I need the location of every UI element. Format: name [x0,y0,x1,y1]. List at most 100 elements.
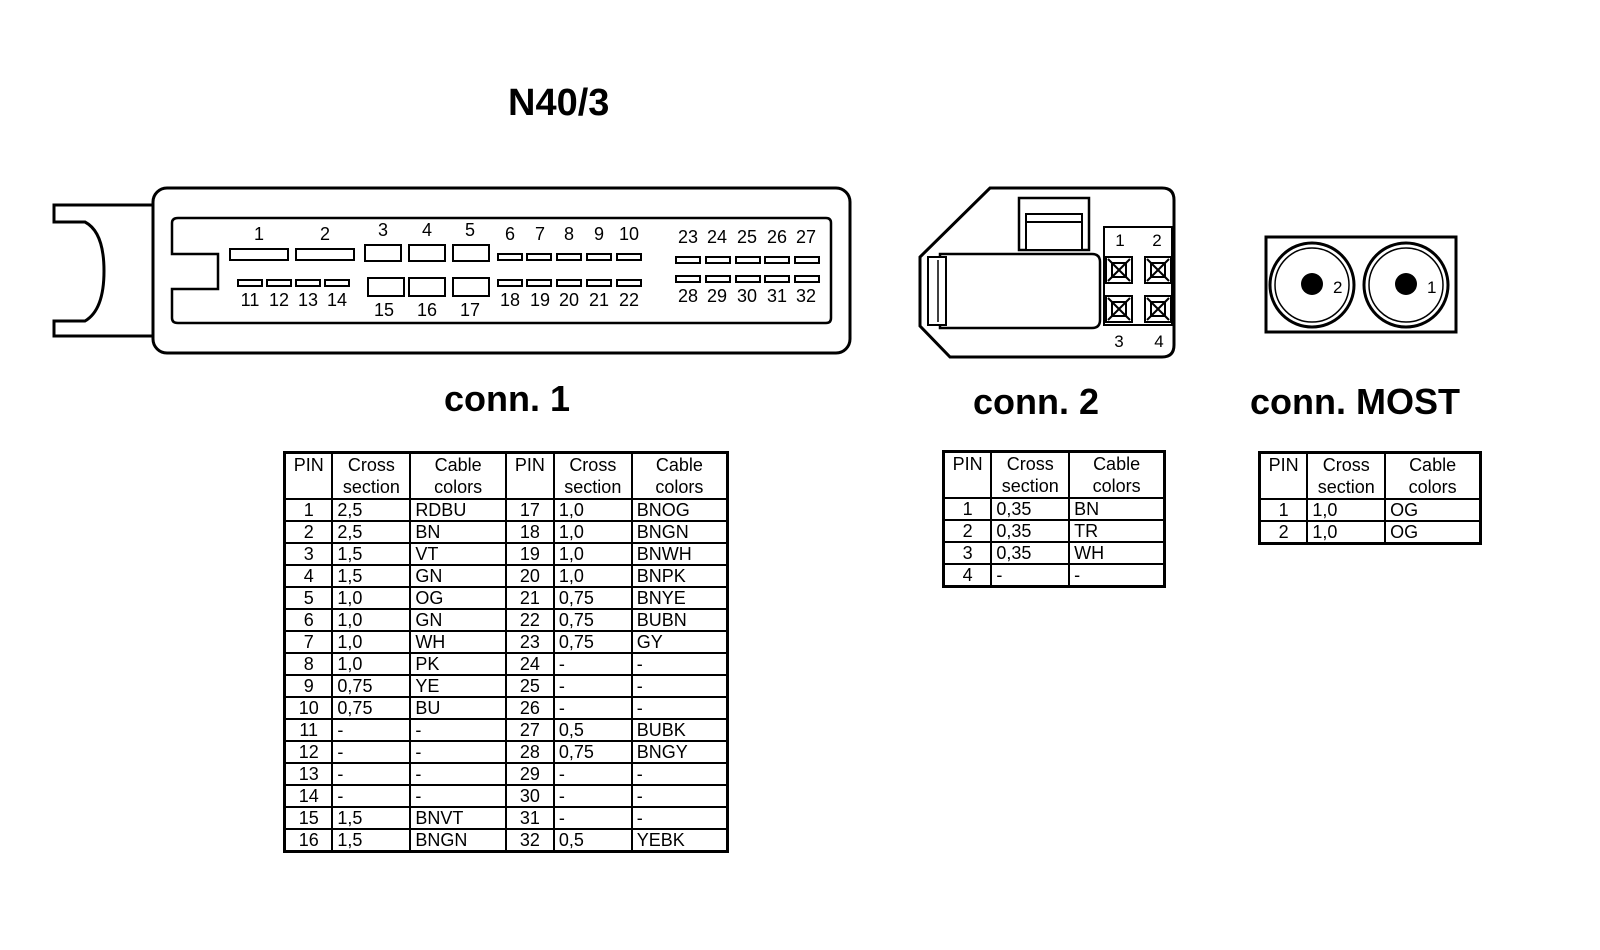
pin-number-label: 6 [505,224,515,244]
pin-number-label: 4 [1154,332,1163,351]
pin-number-cell: 14 [283,784,334,808]
cross-section-cell: 0,75 [331,674,412,698]
cross-section-cell: - [331,718,412,742]
cross-section-cell: 0,5 [552,828,633,853]
cable-color-cell: YEBK [630,828,729,853]
pin-header: PIN [1258,451,1309,500]
pin-cavity [408,244,446,262]
pin-number-cell: 2 [283,520,334,544]
pin-number-label: 20 [559,290,579,310]
pin-number-cell: 13 [283,762,334,786]
pin-cavity [237,279,263,287]
cross-section-cell: 1,0 [1306,498,1387,522]
pin-number-cell: 23 [504,630,555,654]
cable-color-cell: - [630,762,729,786]
pin-cavity [616,253,642,261]
pin-number-cell: 1 [942,497,993,521]
pin-cavity [675,275,701,283]
cable-color-cell: BNVT [409,806,507,830]
cross-section-cell: 0,35 [990,541,1071,565]
cross-section-cell: - [552,806,633,830]
pin-cavity [586,279,612,287]
table-row: 14--30-- [283,784,729,808]
pin-number-cell: 32 [504,828,555,853]
pin-cavity [675,256,701,264]
cable-color-cell: - [630,652,729,676]
pin-number-cell: 1 [1258,498,1309,522]
cross-section-cell: 0,35 [990,497,1071,521]
cable-color-cell: BN [409,520,507,544]
table-row: 4-- [942,563,1166,588]
pin-number-label: 26 [767,227,787,247]
cross-section-cell: 1,5 [331,564,412,588]
cable-color-cell: - [630,806,729,830]
cross-section-cell: 1,5 [331,542,412,566]
pin-number-cell: 25 [504,674,555,698]
pin-cavity [452,244,490,262]
pin-number-label: 28 [678,286,698,306]
pin-number-label: 32 [796,286,816,306]
connector-1-pin-cavities [229,244,820,297]
pin-number-label: 1 [1115,231,1124,250]
cross-section-cell: 1,5 [331,806,412,830]
cable-color-cell: - [630,696,729,720]
pin-number-cell: 5 [283,586,334,610]
pin-number-cell: 17 [504,498,555,522]
cross-section-cell: 2,5 [331,520,412,544]
cable-color-cell: TR [1068,519,1166,543]
cable-color-cell: BU [409,696,507,720]
cable-color-cell: OG [409,586,507,610]
pin-cavity [526,253,552,261]
pin-cavity [526,279,552,287]
pin-number-label: 29 [707,286,727,306]
pin-cavity [295,248,355,261]
pin-number-cell: 19 [504,542,555,566]
pin-number-cell: 2 [942,519,993,543]
cable-color-cell: BNWH [630,542,729,566]
pin-number-cell: 10 [283,696,334,720]
cross-section-cell: 0,75 [552,740,633,764]
cable-color-cell: BNGN [630,520,729,544]
cross-section-cell: 1,0 [331,608,412,632]
cable-color-cell: - [630,784,729,808]
pin-number-cell: 11 [283,718,334,742]
cross-section-cell: 0,75 [552,586,633,610]
pin-number-cell: 9 [283,674,334,698]
page-title: N40/3 [508,82,610,124]
pin-number-label: 31 [767,286,787,306]
pin-number-cell: 7 [283,630,334,654]
cable-color-cell: OG [1384,498,1482,522]
pin-number-label: 3 [378,220,388,240]
cross-section-cell: 1,5 [331,828,412,853]
pin-cavity [497,279,523,287]
terminal-cross-line [1107,297,1131,321]
cross-section-cell: 1,0 [331,652,412,676]
cross-section-cell: - [990,563,1071,588]
pin-number-label: 21 [589,290,609,310]
most-pin-1-contact [1395,273,1417,295]
cross-section-cell: 0,35 [990,519,1071,543]
pin-number-cell: 12 [283,740,334,764]
cable-color-cell: PK [409,652,507,676]
cross-section-cell: 1,0 [331,630,412,654]
pin-number-label: 30 [737,286,757,306]
most-connector-drawing: 2 1 [1264,235,1458,334]
